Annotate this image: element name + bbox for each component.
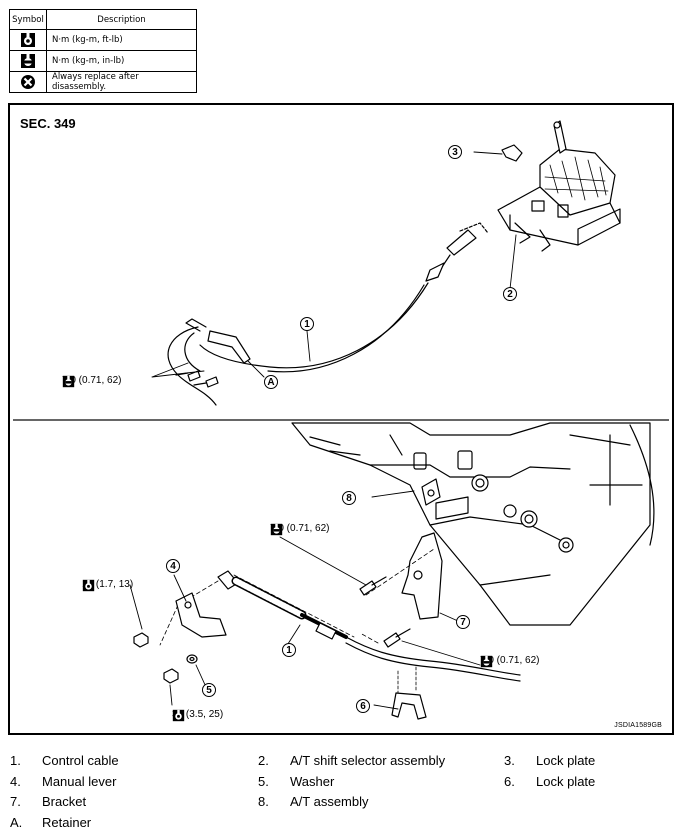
torque-label-lower-nut: 34 (3.5, 25) [172,709,224,722]
legend-header-row: Symbol Description [9,9,197,30]
torque-value: 17 (1.7, 13) [82,579,134,590]
torque-wrench-icon [21,33,35,47]
always-replace-icon [21,75,35,89]
torque-wrench-icon [172,709,185,722]
callout-6-lock-plate: 6 [356,699,370,713]
part-item: 8.A/T assembly [258,794,369,809]
section-title: SEC. 349 [20,116,76,131]
torque-wrench-small-icon [480,655,493,668]
torque-wrench-small-icon [21,54,35,68]
legend-description: Always replace after disassembly. [46,71,197,93]
part-item: 3.Lock plate [504,753,596,768]
callout-4-manual-lever: 4 [166,559,180,573]
torque-value: 34 (3.5, 25) [172,709,224,720]
part-item: 6.Lock plate [504,774,596,789]
part-item: A.Retainer [10,815,92,830]
callout-a-retainer: A [264,375,278,389]
torque-value: 7.0 (0.71, 62) [62,375,122,386]
part-item: 4.Manual lever [10,774,117,789]
torque-label-assembly-bolt: 7.0 (0.71, 62) [270,523,330,536]
torque-value: 7.0 (0.71, 62) [270,523,330,534]
legend-row: N·m (kg-m, ft-lb) [9,29,197,51]
legend-description: N·m (kg-m, in-lb) [46,50,197,72]
callout-3-lock-plate: 3 [448,145,462,159]
torque-label-manual-lever-nut: 17 (1.7, 13) [82,579,134,592]
figure-id: JSDIA1589GB [614,722,662,729]
torque-wrench-small-icon [62,375,75,388]
legend-header-symbol: Symbol [9,9,47,30]
legend-row: N·m (kg-m, in-lb) [9,50,197,72]
diagram-drawing [129,120,655,720]
legend-header-description: Description [46,9,197,30]
callout-8-at-assembly: 8 [342,491,356,505]
part-item: 1.Control cable [10,753,119,768]
torque-label-bracket-bolt: 7.0 (0.71, 62) [480,655,540,668]
legend-description: N·m (kg-m, ft-lb) [46,29,197,51]
torque-value: 7.0 (0.71, 62) [480,655,540,666]
shift-selector-assembly [497,120,621,252]
torque-label-upper-bolts: 7.0 (0.71, 62) [62,375,122,388]
callout-5-washer: 5 [202,683,216,697]
torque-wrench-small-icon [270,523,283,536]
callout-7-bracket: 7 [456,615,470,629]
section-divider [13,419,669,421]
callout-1-control-cable-lower: 1 [282,643,296,657]
torque-wrench-icon [82,579,95,592]
callout-1-control-cable-upper: 1 [300,317,314,331]
at-assembly-casing [291,422,655,626]
exploded-view-figure: SEC. 349 JSDIA1589GB 7.0 (0.71, 62) 7.0 … [8,103,674,735]
part-item: 7.Bracket [10,794,87,809]
legend-row: Always replace after disassembly. [9,71,197,93]
callout-2-shift-selector: 2 [503,287,517,301]
symbol-legend-table: Symbol Description N·m (kg-m, ft-lb) N·m… [9,9,197,93]
part-item: 2.A/T shift selector assembly [258,753,446,768]
part-item: 5.Washer [258,774,335,789]
